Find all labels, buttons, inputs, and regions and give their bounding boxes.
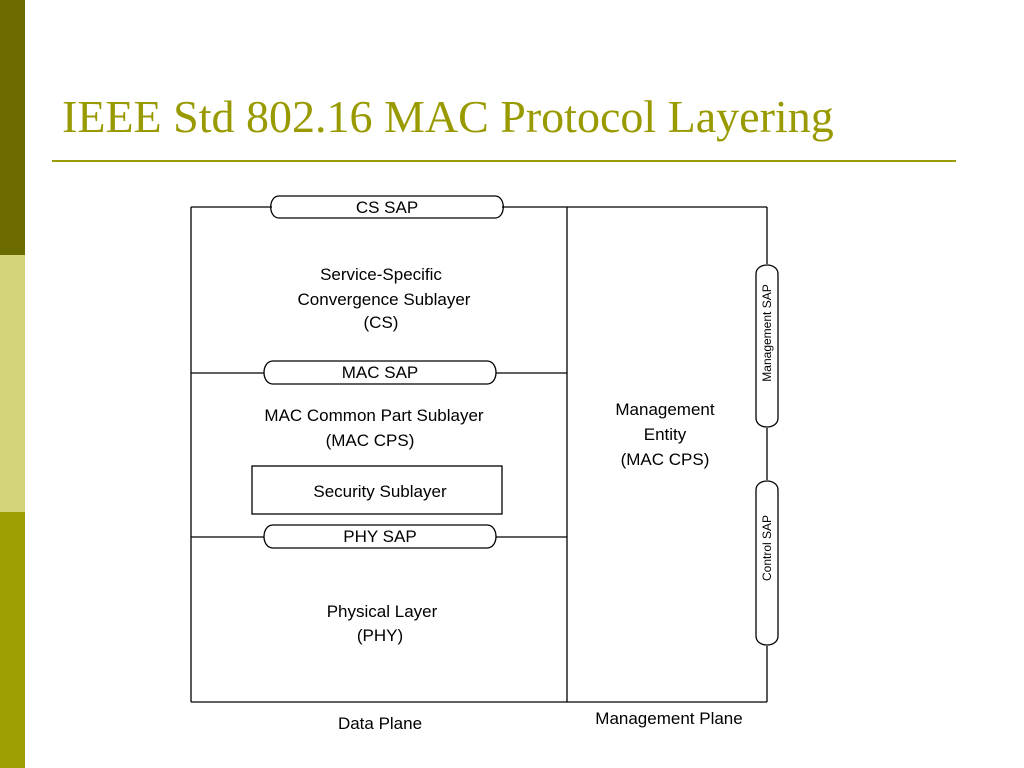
management-entity-line-2: Entity (644, 425, 687, 444)
mac-sap-capsule (263, 360, 497, 385)
phy-block-line-2: (PHY) (357, 626, 403, 645)
mac-sap-label: MAC SAP (342, 363, 419, 382)
management-entity-line-1: Management (615, 400, 715, 419)
sidebar-accent-top (0, 0, 25, 255)
control-sap-label: Control SAP (760, 515, 774, 581)
phy-sap-label: PHY SAP (343, 527, 416, 546)
security-sublayer-box (251, 465, 503, 515)
cs-sap-label: CS SAP (356, 198, 418, 217)
phy-sap-capsule (263, 524, 497, 549)
cs-block-line-2: Convergence Sublayer (298, 290, 471, 309)
management-sap-capsule (755, 264, 779, 428)
slide-title: IEEE Std 802.16 MAC Protocol Layering (62, 91, 834, 142)
management-plane-label: Management Plane (595, 709, 742, 728)
security-sublayer-label: Security Sublayer (313, 482, 447, 501)
data-plane-label: Data Plane (338, 714, 422, 733)
sidebar-accent-bottom (0, 512, 25, 768)
title-underline (52, 160, 956, 162)
mac-cps-line-1: MAC Common Part Sublayer (264, 406, 484, 425)
phy-block-line-1: Physical Layer (327, 602, 438, 621)
management-entity-line-3: (MAC CPS) (621, 450, 710, 469)
cs-block-line-1: Service-Specific (320, 265, 442, 284)
control-sap-capsule (755, 480, 779, 646)
cs-sap-capsule (270, 195, 504, 219)
management-sap-label: Management SAP (760, 284, 774, 381)
cs-block-line-3: (CS) (364, 313, 399, 332)
sidebar-accent-middle (0, 255, 25, 512)
mac-cps-line-2: (MAC CPS) (326, 431, 415, 450)
